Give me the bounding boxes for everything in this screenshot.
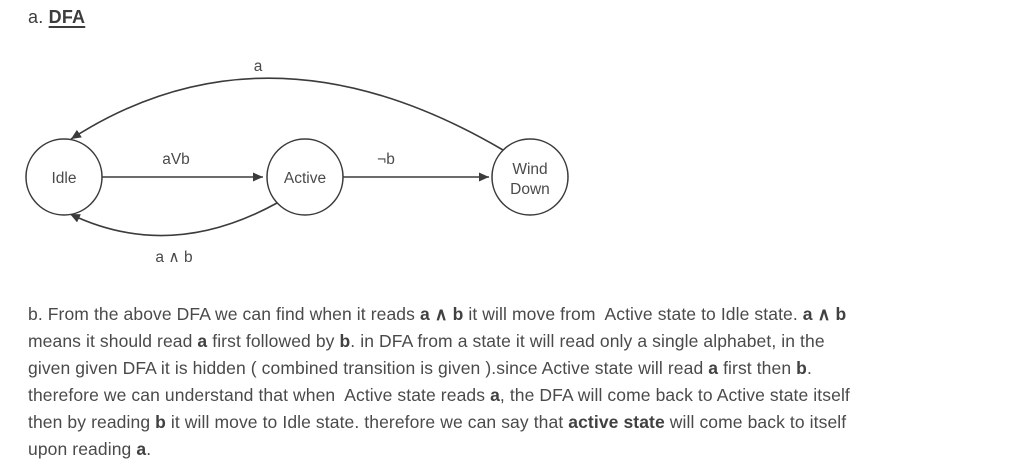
state-wind-down-label-line1: Wind <box>512 161 547 178</box>
paragraph-line: therefore we can understand that when Ac… <box>28 385 850 405</box>
section-title: a. DFA <box>28 7 85 28</box>
state-idle-circle <box>25 138 103 216</box>
state-idle-label: Idle <box>52 170 77 187</box>
dfa-diagram: a aVb ¬b a ∧ b Idle Active Wind Down <box>25 58 569 266</box>
section-title-label: DFA <box>48 7 86 27</box>
state-wind-down-circle <box>491 138 569 216</box>
paragraph-line: b. From the above DFA we can find when i… <box>28 304 847 324</box>
paragraph-line: means it should read a first followed by… <box>28 331 825 351</box>
state-idle: Idle <box>25 138 103 216</box>
paragraph-line: then by reading b it will move to Idle s… <box>28 412 847 432</box>
state-active-circle <box>266 138 344 216</box>
answer-paragraph: b. From the above DFA we can find when i… <box>28 301 1013 463</box>
state-active-label: Active <box>284 170 326 187</box>
state-active: Active <box>266 138 344 216</box>
paragraph-line: given given DFA it is hidden ( combined … <box>28 358 812 378</box>
transition-active-to-winddown-label: ¬b <box>377 151 395 168</box>
transition-winddown-to-idle-arrow <box>70 77 504 151</box>
transition-idle-to-active-label: aVb <box>162 151 190 168</box>
paragraph-line: upon reading a. <box>28 439 152 459</box>
section-title-prefix: a. <box>28 7 49 27</box>
transition-active-to-idle-arrow <box>69 202 278 237</box>
transition-winddown-to-idle-label: a <box>254 58 263 75</box>
state-wind-down: Wind Down <box>491 138 569 216</box>
state-wind-down-label-line2: Down <box>510 181 550 198</box>
transition-active-to-idle-label: a ∧ b <box>155 249 192 266</box>
